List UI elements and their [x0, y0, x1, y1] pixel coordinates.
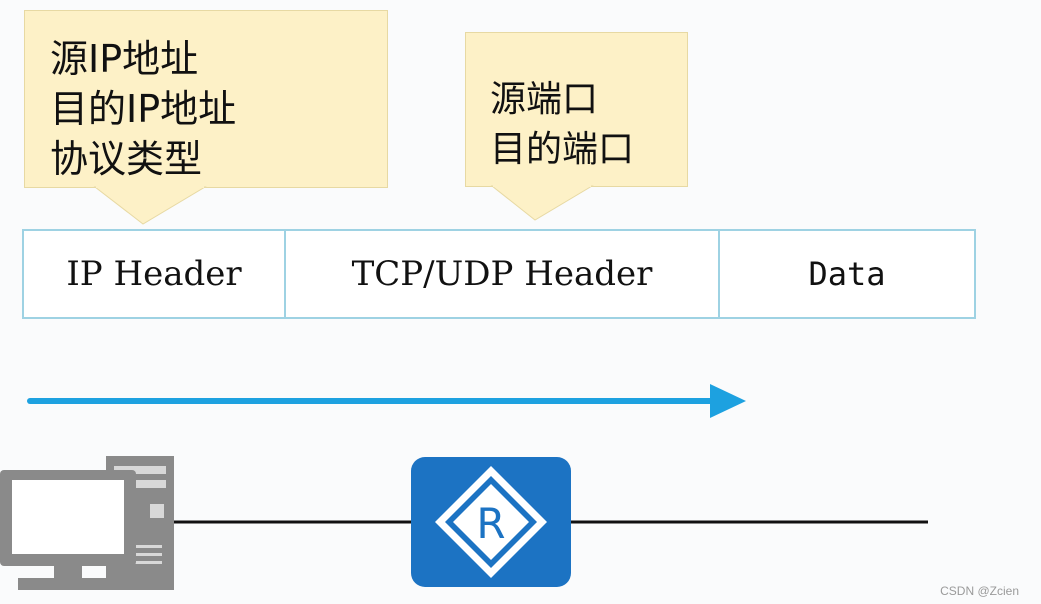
- router-letter: R: [476, 499, 505, 548]
- packet-field-ip-header: IP Header: [22, 229, 286, 319]
- packet-field-label: IP Header: [66, 254, 242, 294]
- callout-line-source-port: 源端口: [490, 79, 599, 120]
- packet-field-label: TCP/UDP Header: [351, 254, 653, 294]
- callout-line-destination-port: 目的端口: [490, 129, 635, 170]
- ip-header-callout: [24, 10, 388, 188]
- callout-line-source-ip: 源IP地址: [50, 37, 199, 81]
- packet-field-transport-header: TCP/UDP Header: [284, 229, 720, 319]
- port-callout-tail: [490, 185, 594, 221]
- watermark: CSDN @Zcien: [940, 584, 1019, 598]
- ip-callout-tail: [93, 186, 207, 225]
- callout-line-destination-ip: 目的IP地址: [50, 87, 237, 131]
- port-header-callout: [465, 32, 688, 187]
- packet-field-data: Data: [718, 229, 976, 319]
- callout-line-protocol-type: 协议类型: [50, 137, 203, 181]
- packet-field-label: Data: [808, 255, 886, 293]
- direction-arrow-icon: [27, 384, 746, 418]
- router-icon: R: [411, 457, 571, 587]
- desktop-computer-icon: [0, 456, 174, 590]
